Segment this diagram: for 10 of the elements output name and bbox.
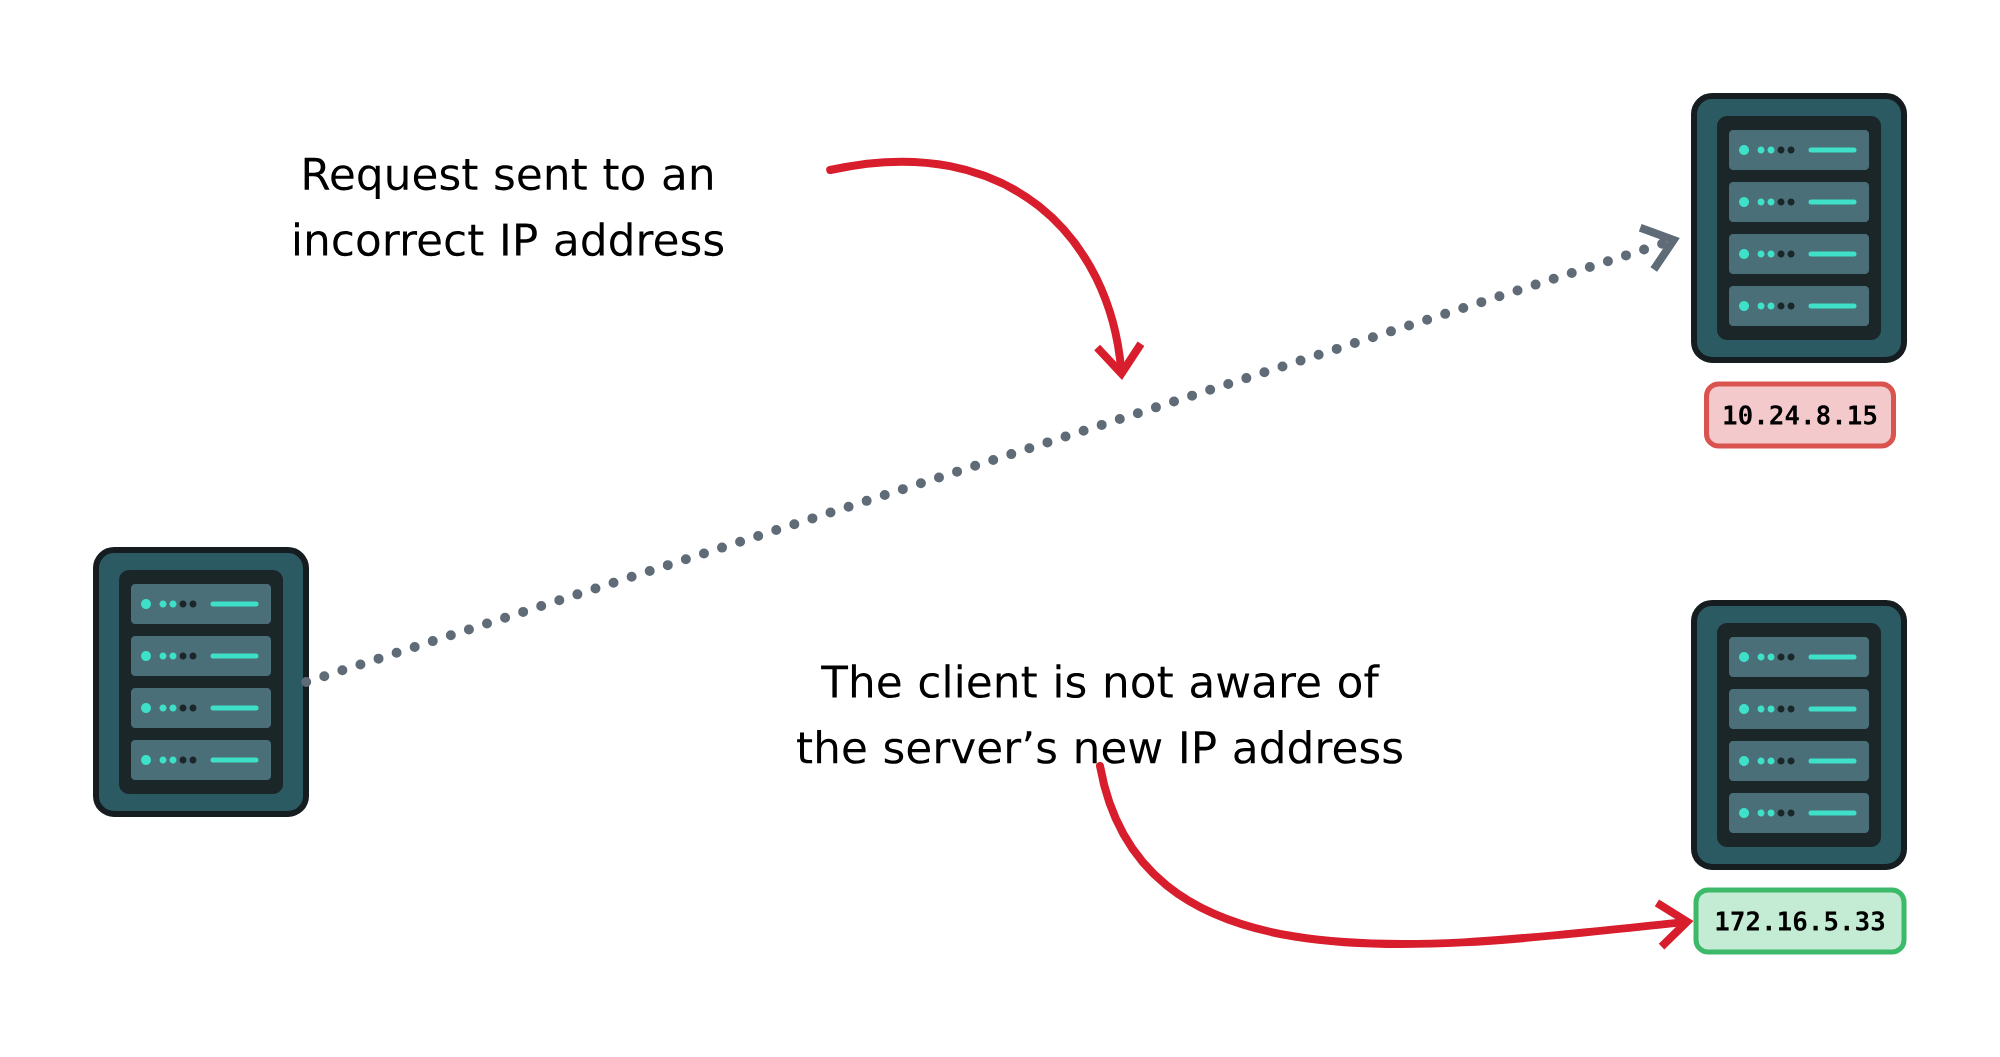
curved-arrow bbox=[1096, 762, 1694, 950]
server-drawing bbox=[93, 547, 309, 817]
ip-address-box: 172.16.5.33 bbox=[1693, 887, 1907, 955]
annotation-text: The client is not aware of the server’s new IP address bbox=[797, 664, 1402, 764]
server-drawing bbox=[1691, 93, 1907, 363]
server-drawing bbox=[1691, 600, 1907, 870]
ip-address-box: 10.24.8.15 bbox=[1704, 381, 1896, 449]
curved-arrow bbox=[826, 157, 1145, 380]
dotted-arrow bbox=[301, 223, 1680, 687]
annotation-text: Request sent to an incorrect IP address bbox=[295, 157, 724, 257]
